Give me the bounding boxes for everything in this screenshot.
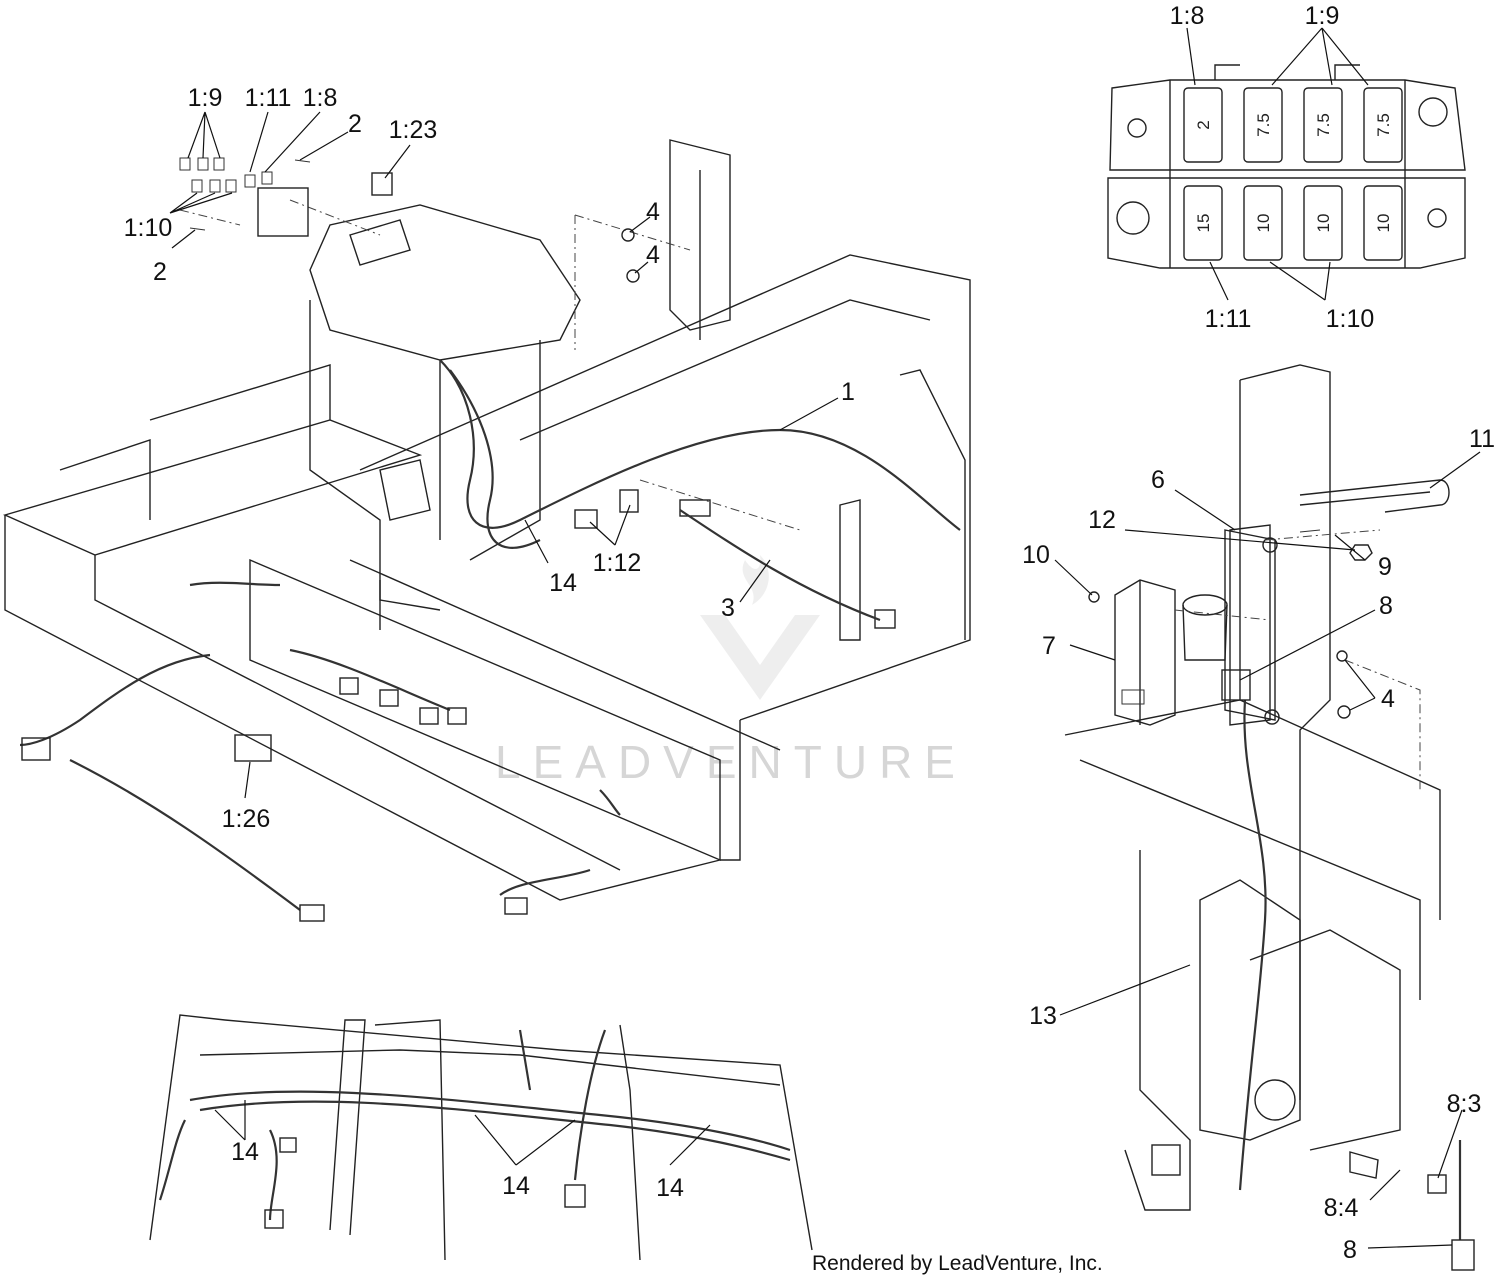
fuse-top-4-rating: 7.5 xyxy=(1374,113,1393,137)
fuse-top-1-rating: 2 xyxy=(1194,120,1213,129)
label-1-8-detail: 1:8 xyxy=(1170,2,1205,30)
label-1-26: 1:26 xyxy=(222,805,271,833)
label-2: 2 xyxy=(153,258,167,286)
label-4: 4 xyxy=(646,198,660,226)
fuse-row-bottom: 15 10 10 10 xyxy=(1183,185,1403,261)
label-8-4: 8:4 xyxy=(1324,1194,1359,1222)
label-1-10-detail: 1:10 xyxy=(1326,305,1375,333)
fuse-bottom-2-rating: 10 xyxy=(1254,214,1273,233)
callout-labels: 1:9 1:11 1:8 2 1:23 1:10 2 4 4 1 1:12 14… xyxy=(124,2,1495,1264)
label-6: 6 xyxy=(1151,466,1165,494)
fuse-bottom-1-rating: 15 xyxy=(1194,214,1213,233)
label-14: 14 xyxy=(231,1138,259,1166)
watermark-logo-icon xyxy=(700,555,820,700)
label-4: 4 xyxy=(646,241,660,269)
label-1-10: 1:10 xyxy=(124,214,173,242)
fuse-clips-small xyxy=(179,157,273,193)
fuse-top-3-rating: 7.5 xyxy=(1314,113,1333,137)
label-8-3: 8:3 xyxy=(1447,1090,1482,1118)
label-14: 14 xyxy=(502,1172,530,1200)
fuse-bottom-3-rating: 10 xyxy=(1314,214,1333,233)
label-3: 3 xyxy=(721,594,735,622)
label-1-23: 1:23 xyxy=(389,116,438,144)
label-1-8: 1:8 xyxy=(303,84,338,112)
label-1-11-detail: 1:11 xyxy=(1205,305,1252,333)
label-1-9: 1:9 xyxy=(188,84,223,112)
label-10: 10 xyxy=(1022,541,1050,569)
label-12: 12 xyxy=(1088,506,1116,534)
label-8: 8 xyxy=(1379,592,1393,620)
label-14: 14 xyxy=(656,1174,684,1202)
fuse-block-detail: 2 7.5 7.5 7.5 15 10 10 10 xyxy=(1107,64,1466,269)
label-1-9-detail: 1:9 xyxy=(1305,2,1340,30)
watermark: LEADVENTURE xyxy=(495,555,967,788)
label-8: 8 xyxy=(1343,1236,1357,1264)
right-assembly xyxy=(1064,364,1475,1271)
inset-view xyxy=(149,1014,813,1261)
fuse-bottom-4-rating: 10 xyxy=(1374,214,1393,233)
label-9: 9 xyxy=(1378,553,1392,581)
label-2: 2 xyxy=(348,110,362,138)
render-credit: Rendered by LeadVenture, Inc. xyxy=(812,1252,1103,1275)
fuse-row-top: 2 7.5 7.5 7.5 xyxy=(1183,87,1403,163)
label-1-11: 1:11 xyxy=(245,84,292,112)
wiring-harness-main xyxy=(19,157,961,922)
label-14: 14 xyxy=(549,569,577,597)
leader-lines xyxy=(169,27,1481,1249)
label-7: 7 xyxy=(1042,632,1056,660)
label-1-12: 1:12 xyxy=(593,549,642,577)
frame-assembly xyxy=(2,139,971,901)
label-11: 11 xyxy=(1469,425,1495,453)
label-13: 13 xyxy=(1029,1002,1057,1030)
label-1: 1 xyxy=(841,378,855,406)
fuse-top-2-rating: 7.5 xyxy=(1254,113,1273,137)
label-4: 4 xyxy=(1381,685,1395,713)
watermark-text: LEADVENTURE xyxy=(495,736,967,788)
